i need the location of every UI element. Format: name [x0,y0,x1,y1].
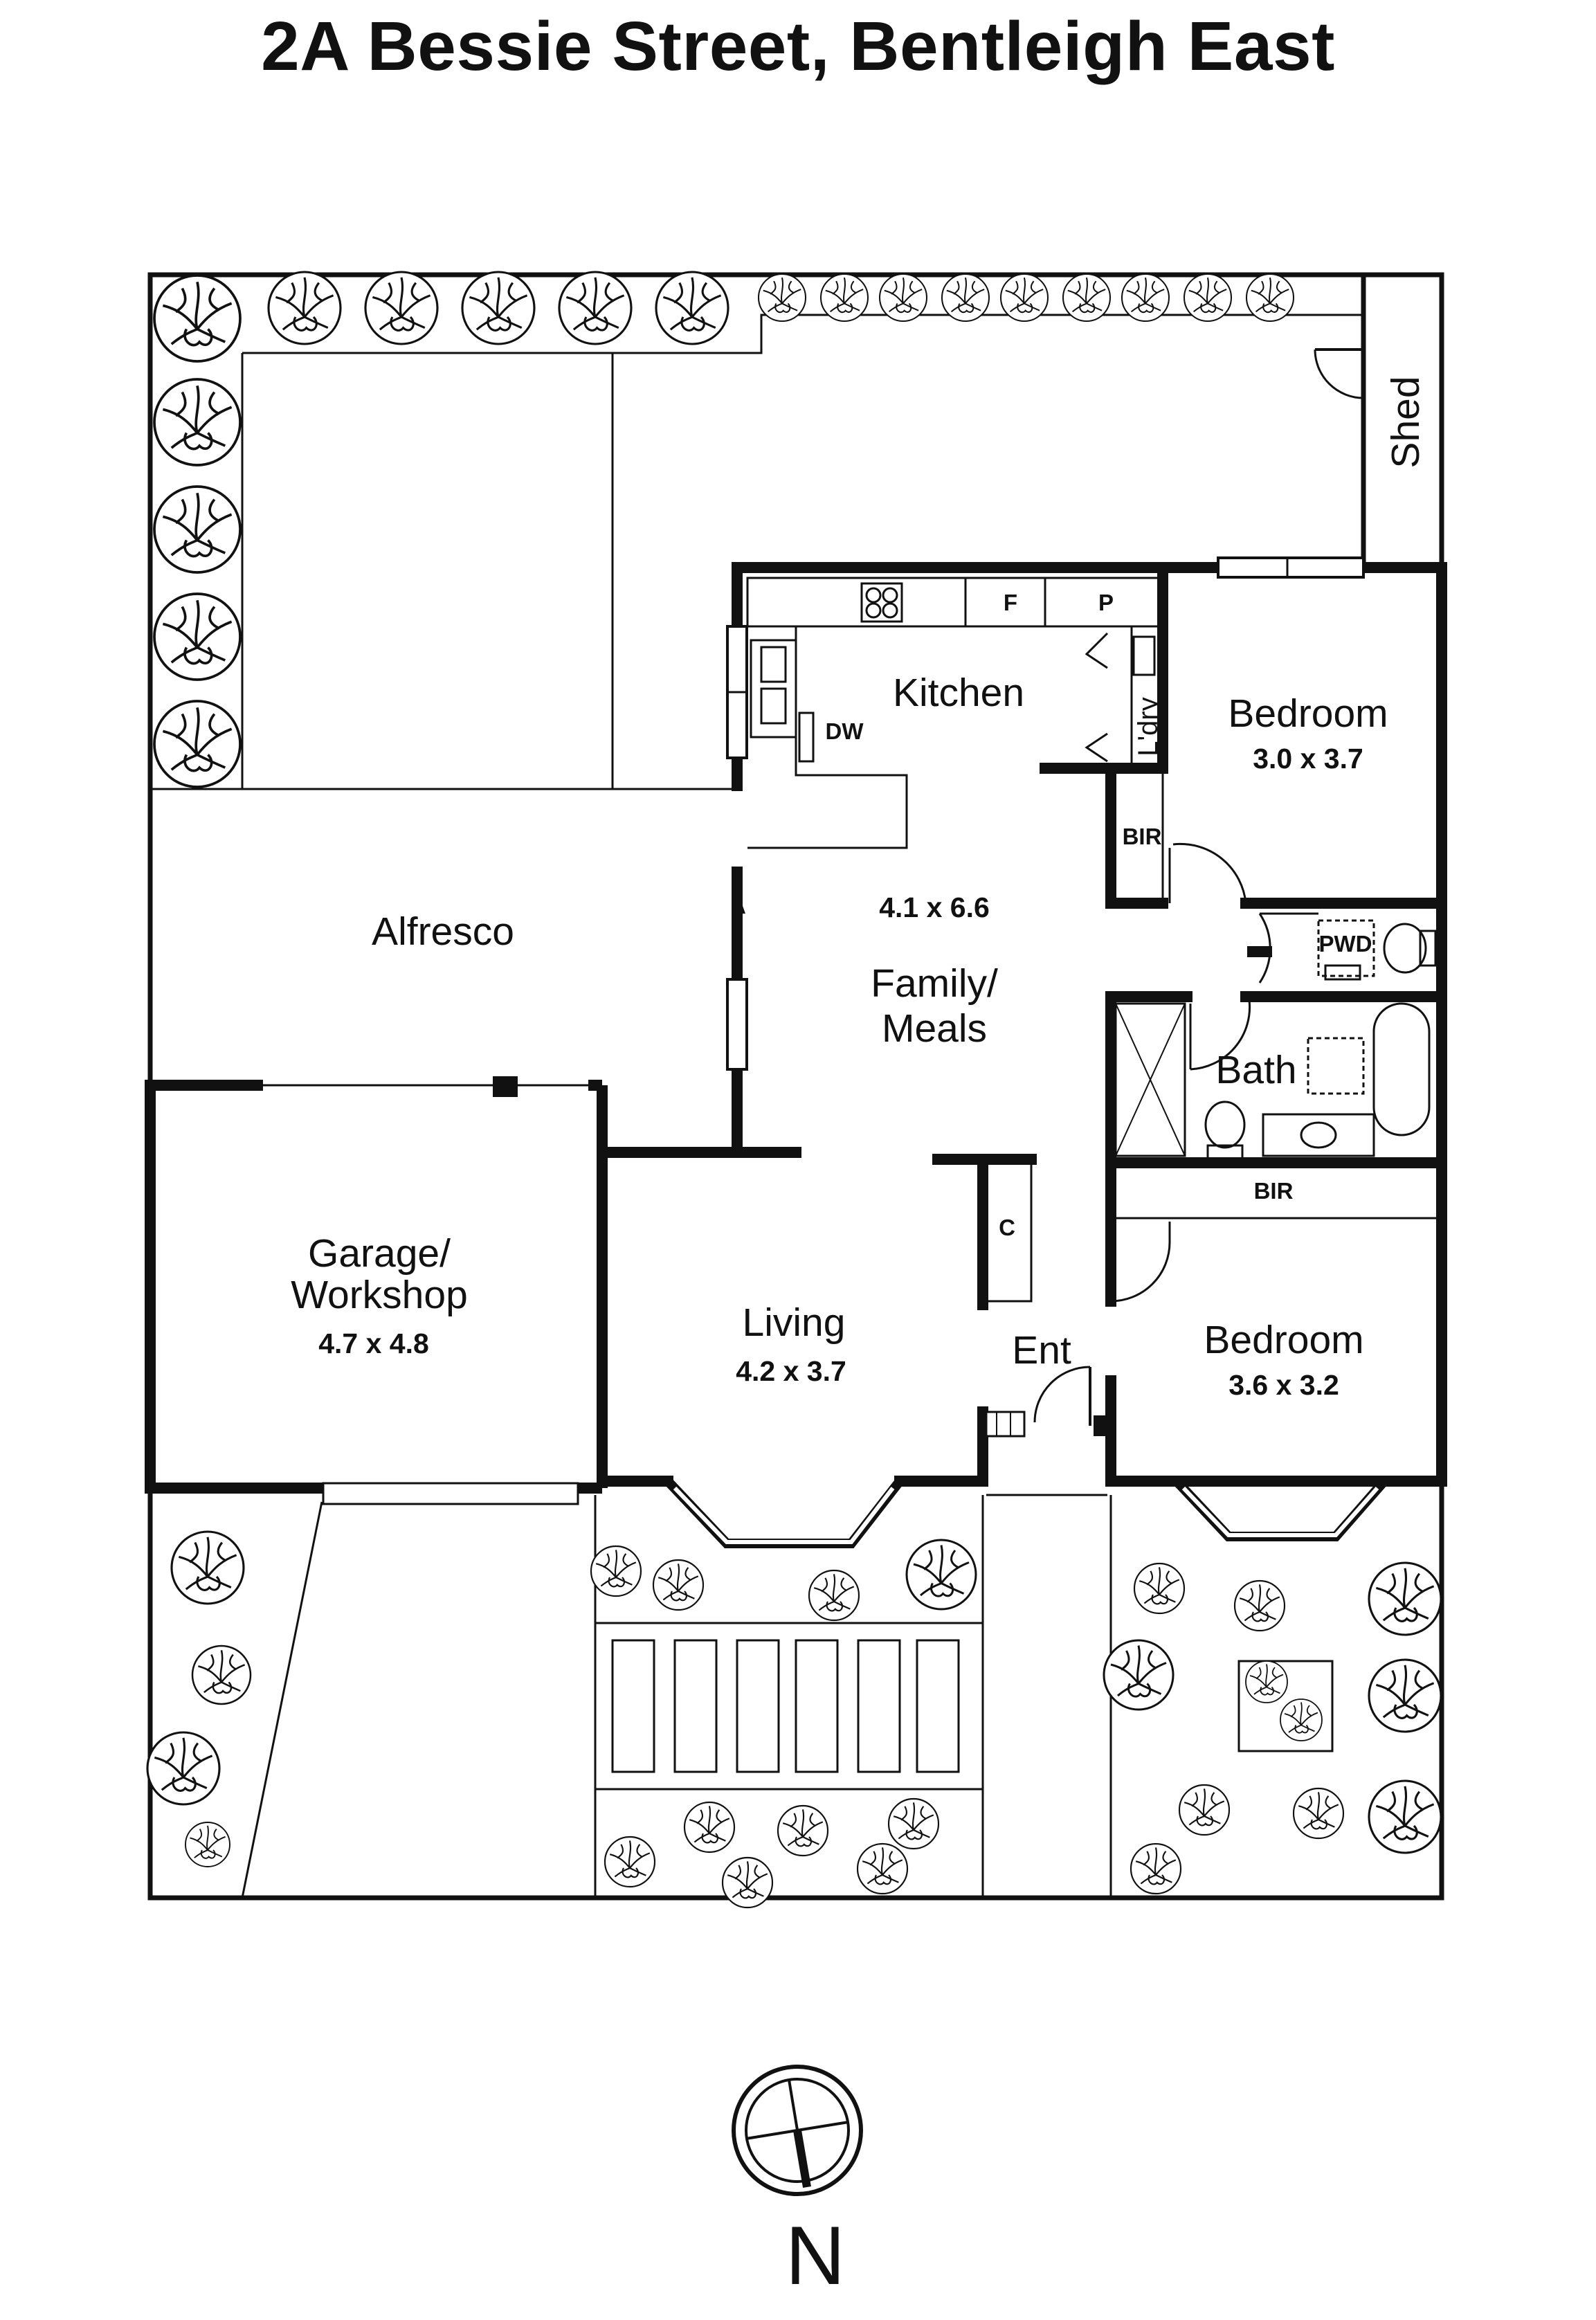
room-label-bedroom-2: Bedroom [1204,1318,1363,1362]
family-dimensions: 4.1 x 6.6 [879,891,990,923]
room-label-kitchen: Kitchen [893,671,1024,715]
room-label-workshop: Workshop [291,1273,468,1317]
garage-dimensions: 4.7 x 4.8 [318,1327,429,1359]
pantry-label: P [1098,590,1114,615]
bir-2-label: BIR [1254,1178,1294,1204]
north-compass-icon [732,2065,863,2196]
room-label-alfresco: Alfresco [372,909,514,954]
room-label-shed: Shed [1384,376,1428,468]
tree-icon [146,1530,1442,1909]
room-label-family: Family/ [871,961,998,1006]
bedroom-2-dimensions: 3.6 x 3.2 [1228,1369,1339,1401]
room-label-entry: Ent [1012,1328,1071,1372]
north-label: N [786,2209,846,2302]
bir-1-label: BIR [1123,824,1162,849]
room-label-bath: Bath [1215,1048,1296,1092]
room-label-meals: Meals [882,1006,987,1051]
room-label-garage: Garage/ [308,1231,451,1276]
room-label-laundry: L'dry [1133,697,1163,756]
room-label-living: Living [743,1301,846,1345]
dishwasher-label: DW [826,718,864,744]
fridge-label: F [1004,590,1017,615]
pwd-label: PWD [1319,931,1372,957]
floor-plan-title: 2A Bessie Street, Bentleigh East [261,8,1335,85]
bedroom-1-dimensions: 3.0 x 3.7 [1253,743,1363,774]
living-dimensions: 4.2 x 3.7 [736,1355,846,1387]
room-label-bedroom-1: Bedroom [1228,691,1388,736]
cupboard-label: C [999,1215,1015,1240]
tree-icon [153,271,1295,788]
